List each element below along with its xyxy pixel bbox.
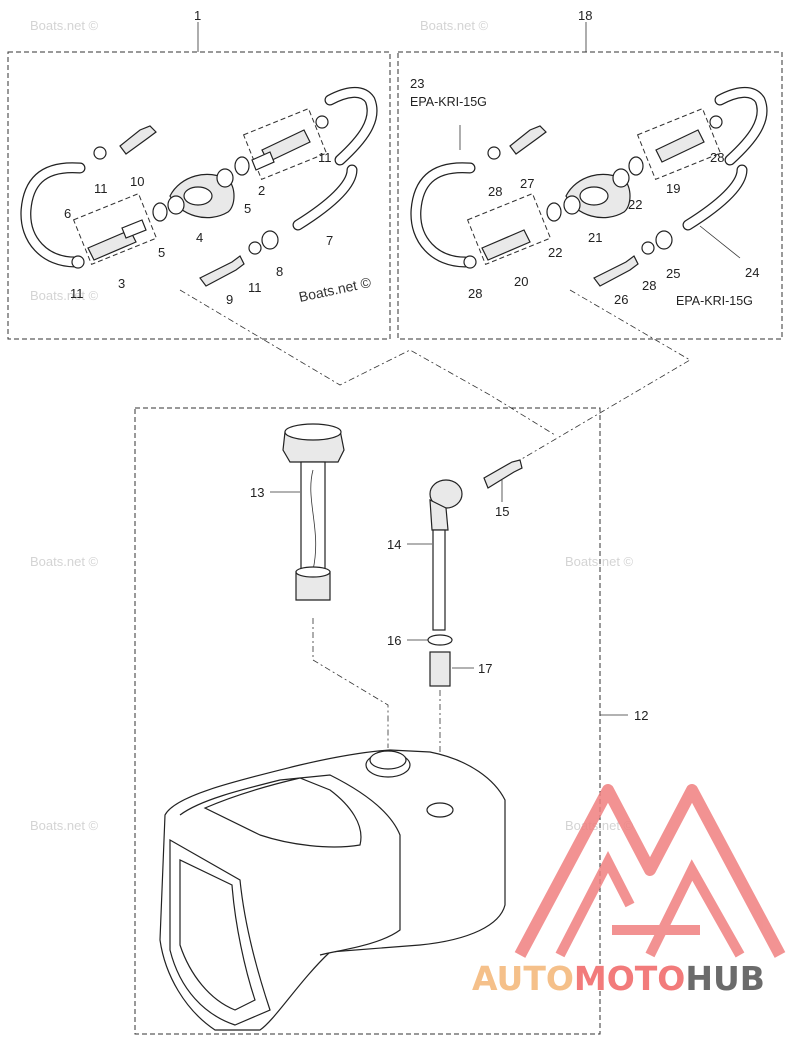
callout-21: 21 xyxy=(588,230,602,245)
callout-13: 13 xyxy=(250,485,264,500)
callout-28: 28 xyxy=(488,184,502,199)
callout-10: 10 xyxy=(130,174,144,189)
filter-17 xyxy=(429,651,451,687)
callout-8: 8 xyxy=(276,264,283,279)
clamp-28 xyxy=(641,241,655,255)
callout-16: 16 xyxy=(387,633,401,648)
callout-23: 23 xyxy=(410,76,424,91)
fuel-gauge-13 xyxy=(282,423,345,601)
ring-25 xyxy=(655,230,673,250)
callout-28: 28 xyxy=(710,150,724,165)
leader-line xyxy=(699,225,741,259)
clamp-11 xyxy=(315,115,329,129)
watermark-text: Boats.net © xyxy=(565,554,634,569)
check-valve-3 xyxy=(72,192,158,266)
watermark-text: Boats.net © xyxy=(420,18,489,33)
callout-11: 11 xyxy=(248,280,262,295)
logo-icon xyxy=(514,784,786,958)
primer-assembly-left xyxy=(20,87,378,287)
ring-22 xyxy=(546,202,562,222)
epa-label-hose-24: EPA-KRI-15G xyxy=(676,294,753,308)
fuel-tank-12 xyxy=(159,749,506,1031)
clamp-11 xyxy=(93,146,107,160)
check-valve-2 xyxy=(242,107,328,181)
callout-18: 18 xyxy=(578,8,592,23)
connector-10 xyxy=(119,125,157,155)
callout-22: 22 xyxy=(548,245,562,260)
callout-20: 20 xyxy=(514,274,528,289)
callout-6: 6 xyxy=(64,206,71,221)
callout-12: 12 xyxy=(634,708,648,723)
callout-17: 17 xyxy=(478,661,492,676)
watermark-text: Boats.net © xyxy=(30,18,99,33)
fitting-15 xyxy=(483,459,523,489)
logo-part-moto: MOTO xyxy=(574,959,685,998)
callout-14: 14 xyxy=(387,537,401,552)
connector-26 xyxy=(593,255,639,287)
clamp-28 xyxy=(709,115,723,129)
group-box-1 xyxy=(7,51,391,340)
hose-7 xyxy=(292,87,378,231)
watermark-text: Boats.net © xyxy=(297,274,373,305)
connection-line xyxy=(519,289,691,461)
automotohub-logo: AUTOMOTOHUB xyxy=(472,784,786,998)
callout-11: 11 xyxy=(70,286,84,301)
callout-7: 7 xyxy=(326,233,333,248)
callout-5: 5 xyxy=(244,201,251,216)
clamp-28 xyxy=(487,146,501,160)
callout-22: 22 xyxy=(628,197,642,212)
callout-19: 19 xyxy=(666,181,680,196)
callout-28: 28 xyxy=(642,278,656,293)
ring-8 xyxy=(261,230,279,250)
connection-line xyxy=(179,289,556,436)
ring-5 xyxy=(152,202,168,222)
ring-22 xyxy=(628,156,644,176)
epa-label-hose-23: EPA-KRI-15G xyxy=(410,95,487,109)
logo-part-hub: HUB xyxy=(685,959,765,998)
callout-9: 9 xyxy=(226,292,233,307)
pickup-tube-14 xyxy=(429,479,463,631)
clamp-11 xyxy=(248,241,262,255)
connector-9 xyxy=(199,255,245,287)
callout-15: 15 xyxy=(495,504,509,519)
callout-5: 5 xyxy=(158,245,165,260)
connection-line xyxy=(312,618,389,748)
watermark-text: Boats.net © xyxy=(30,288,99,303)
watermark-text: Boats.net © xyxy=(30,818,99,833)
primer-assembly-right xyxy=(410,87,768,287)
clamp-28 xyxy=(463,255,477,269)
logo-part-auto: AUTO xyxy=(472,959,574,998)
o-ring-16 xyxy=(427,634,453,646)
hose-24 xyxy=(682,87,768,231)
ring-5 xyxy=(234,156,250,176)
callout-11: 11 xyxy=(318,150,332,165)
callout-1: 1 xyxy=(194,8,201,23)
clamp-11 xyxy=(71,255,85,269)
callout-27: 27 xyxy=(520,176,534,191)
callout-24: 24 xyxy=(745,265,759,280)
callout-25: 25 xyxy=(666,266,680,281)
callout-4: 4 xyxy=(196,230,203,245)
watermark-text: Boats.net © xyxy=(30,554,99,569)
logo-text: AUTOMOTOHUB xyxy=(472,959,765,998)
callout-11: 11 xyxy=(94,181,108,196)
group-box-18 xyxy=(397,51,783,340)
callout-28: 28 xyxy=(468,286,482,301)
connector-27 xyxy=(509,125,547,155)
group-box-12 xyxy=(134,407,601,1035)
check-valve-20 xyxy=(466,192,552,266)
check-valve-19 xyxy=(636,107,722,181)
callout-2: 2 xyxy=(258,183,265,198)
callout-3: 3 xyxy=(118,276,125,291)
tank-outlet-port xyxy=(426,802,454,818)
callout-26: 26 xyxy=(614,292,628,307)
